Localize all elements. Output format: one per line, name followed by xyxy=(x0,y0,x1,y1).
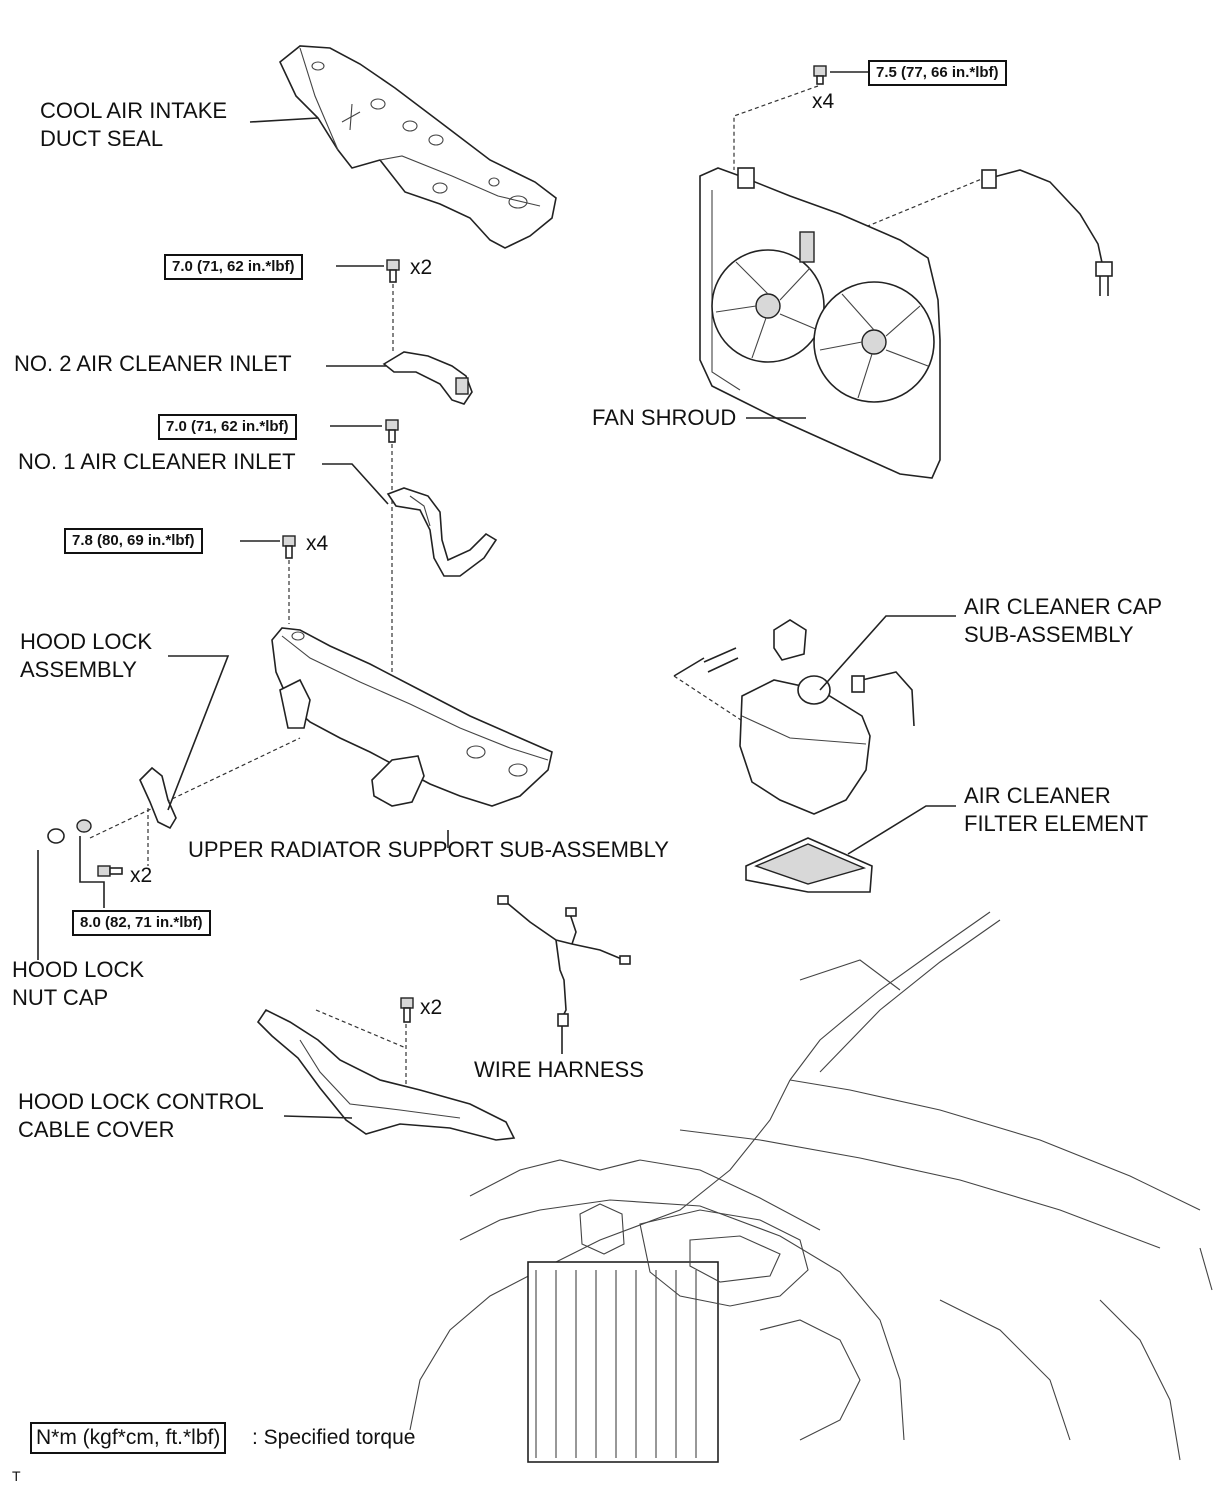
label-air-cleaner-filter-line2: FILTER ELEMENT xyxy=(964,811,1149,836)
fan-shroud-bolt-drawing xyxy=(813,65,827,85)
label-no2-air-cleaner-inlet: NO. 2 AIR CLEANER INLET xyxy=(14,351,292,376)
leader-cap xyxy=(819,615,956,691)
no2-air-cleaner-inlet-drawing xyxy=(382,351,473,405)
label-upper-radiator-support: UPPER RADIATOR SUPPORT SUB-ASSEMBLY xyxy=(188,837,669,862)
hood-lock-control-cable-cover-drawing xyxy=(256,1008,516,1141)
dash-fan-conn xyxy=(833,177,985,241)
label-air-cleaner-cap-line2: SUB-ASSEMBLY xyxy=(964,622,1134,647)
dash-cover-2 xyxy=(315,1009,407,1049)
no2-inlet-bolt-drawing xyxy=(386,259,400,283)
no1-air-cleaner-inlet-drawing xyxy=(386,487,498,577)
label-hood-lock-assembly-line1: HOOD LOCK xyxy=(20,629,153,654)
leader-hood-bolt xyxy=(79,836,105,908)
torque-no2-inlet-bolt: 7.0 (71, 62 in.*lbf) xyxy=(164,254,303,280)
torque-fan-shroud-bolt: 7.5 (77, 66 in.*lbf) xyxy=(868,60,1007,86)
qty-fan-shroud-bolt: x4 xyxy=(812,90,835,113)
leader-hood-lock xyxy=(167,655,230,811)
qty-cable-cover-clip: x2 xyxy=(420,996,443,1019)
label-cool-air-intake-duct-seal-line1: COOL AIR INTAKE xyxy=(40,98,228,123)
leader-duct-seal xyxy=(249,117,319,123)
vehicle-outline-drawing xyxy=(409,911,1213,1463)
fan-connector-harness-drawing xyxy=(981,169,1113,296)
hood-lock-assembly-drawing xyxy=(139,766,177,830)
radiator-support-bolt-drawing xyxy=(282,535,296,559)
qty-radiator-support-bolt: x4 xyxy=(306,532,329,555)
figure-code: T xyxy=(12,1468,21,1484)
leader-filter xyxy=(847,805,956,855)
label-hood-lock-control-cable-cover-line2: CABLE COVER xyxy=(18,1117,175,1142)
label-air-cleaner-cap-line1: AIR CLEANER CAP xyxy=(964,594,1163,619)
label-hood-lock-assembly-line2: ASSEMBLY xyxy=(20,657,137,682)
air-cleaner-filter-drawing xyxy=(745,837,873,893)
label-wire-harness: WIRE HARNESS xyxy=(474,1057,644,1082)
dash-hood-lock xyxy=(89,737,301,839)
air-cleaner-cap-drawing xyxy=(673,619,915,815)
wire-harness-drawing xyxy=(497,895,631,1027)
label-hood-lock-nut-cap-line2: NUT CAP xyxy=(12,985,109,1010)
hood-lock-nut-cap-drawing xyxy=(47,819,92,844)
dash-fan-bolt xyxy=(733,85,819,170)
label-no1-air-cleaner-inlet: NO. 1 AIR CLEANER INLET xyxy=(18,449,296,474)
cool-air-intake-duct-seal-drawing xyxy=(279,45,557,249)
label-air-cleaner-filter-line1: AIR CLEANER xyxy=(964,783,1111,808)
dash-cap xyxy=(673,675,745,723)
torque-radiator-support-bolt: 7.8 (80, 69 in.*lbf) xyxy=(64,528,203,554)
upper-radiator-support-drawing xyxy=(271,627,553,807)
label-hood-lock-control-cable-cover-line1: HOOD LOCK CONTROL xyxy=(18,1089,264,1114)
fan-shroud-drawing xyxy=(699,167,941,479)
label-hood-lock-nut-cap-line1: HOOD LOCK xyxy=(12,957,145,982)
cable-cover-clip-drawing xyxy=(400,997,414,1023)
qty-no2-inlet-bolt: x2 xyxy=(410,256,433,279)
legend-torque-unit-box: N*m (kgf*cm, ft.*lbf) xyxy=(30,1422,227,1454)
leader-cover xyxy=(283,1115,353,1119)
legend-torque-meaning: : Specified torque xyxy=(252,1426,416,1449)
hood-lock-bolt-drawing xyxy=(97,865,123,877)
leader-no1 xyxy=(322,463,389,505)
no1-inlet-bolt-drawing xyxy=(385,419,399,443)
label-cool-air-intake-duct-seal-line2: DUCT SEAL xyxy=(40,126,164,151)
label-fan-shroud: FAN SHROUD xyxy=(592,405,737,430)
torque-hood-lock-bolt: 8.0 (82, 71 in.*lbf) xyxy=(72,910,211,936)
torque-no1-inlet-bolt: 7.0 (71, 62 in.*lbf) xyxy=(158,414,297,440)
qty-hood-lock-bolt: x2 xyxy=(130,864,153,887)
